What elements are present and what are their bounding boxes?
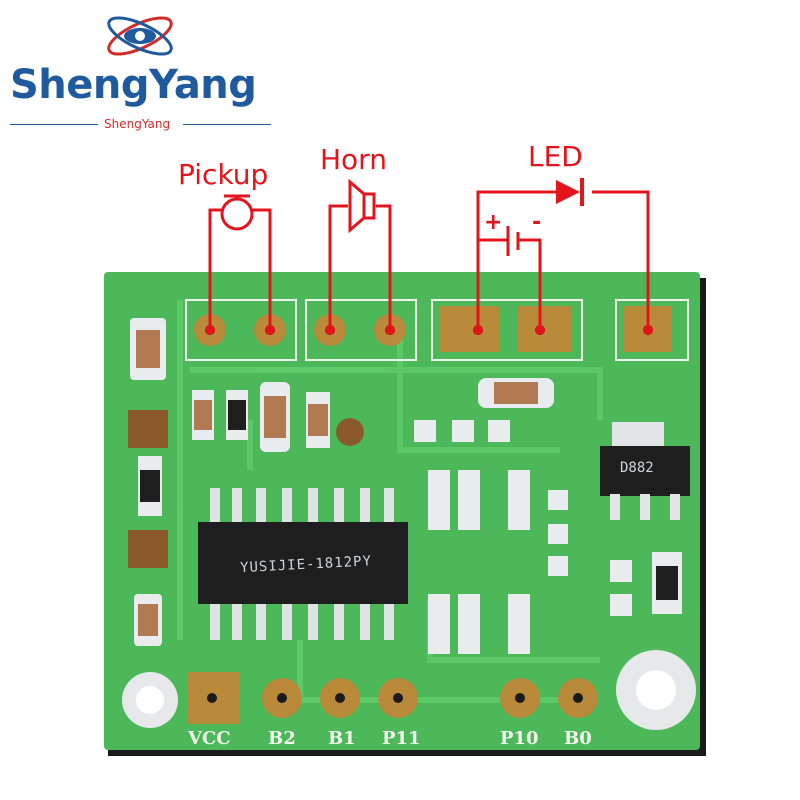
transistor: [600, 422, 690, 520]
smd-row: [192, 378, 554, 452]
brand-name: ShengYang: [10, 62, 257, 108]
label-plus: +: [484, 210, 503, 235]
label-horn: Horn: [320, 143, 387, 176]
resistor-101-body: [656, 566, 678, 600]
brand-divider-left: [10, 124, 98, 125]
logo: ShengYang ShengYang: [0, 0, 300, 140]
pin-label-b1: B1: [328, 728, 356, 749]
led-diode-icon: [556, 180, 580, 204]
middle-smd: [428, 470, 682, 654]
eye-logo-icon: [107, 16, 173, 56]
top-silk-boxes: [185, 299, 689, 361]
pin-label-b0: B0: [564, 728, 592, 749]
pin-label-b2: B2: [268, 728, 296, 749]
brand-divider-right: [183, 124, 271, 125]
brand-subtitle: ShengYang: [104, 117, 171, 131]
label-led: LED: [528, 140, 583, 173]
pin-label-p10: P10: [500, 728, 539, 749]
label-pickup: Pickup: [178, 158, 269, 191]
main-ic: [198, 488, 408, 640]
pin-label-vcc: VCC: [188, 728, 231, 749]
pin-label-p11: P11: [382, 728, 421, 749]
label-minus: -: [532, 210, 542, 235]
callout-dots: [205, 325, 653, 335]
left-components: [128, 318, 168, 646]
callout-wires: [208, 178, 650, 330]
transistor-marking: D882: [620, 460, 654, 476]
bottom-pads: [122, 650, 696, 730]
